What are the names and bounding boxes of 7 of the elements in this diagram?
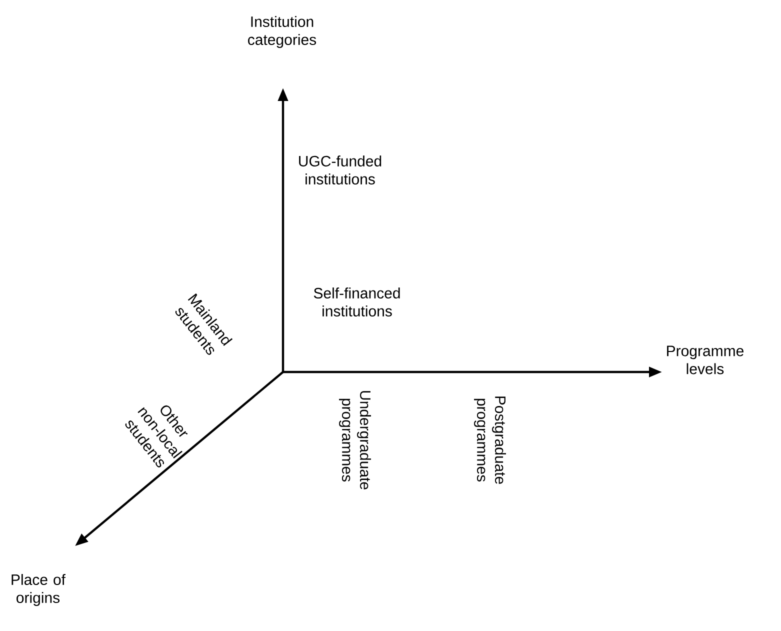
axis-title: Place of origins [12, 574, 66, 606]
axis-title: Institution categories [248, 16, 316, 48]
axis-title: Programme levels [667, 346, 744, 374]
level-label: Undergraduate programmes [339, 391, 371, 490]
category-label: Self-financed institutions [314, 287, 400, 316]
category-label: UGC-funded institutions [299, 155, 382, 184]
level-label: Postgraduate programmes [474, 396, 506, 484]
